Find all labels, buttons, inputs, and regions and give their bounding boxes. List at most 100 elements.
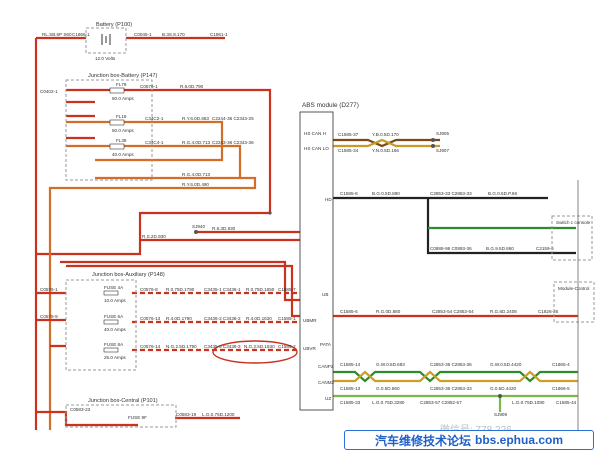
jbb-w2-label: R.Y.6.0D.683 — [182, 116, 209, 121]
wire-hscan-l — [333, 138, 440, 148]
aux-w3-label: N.G.2.5D.1790 — [166, 344, 197, 349]
splice-group — [194, 138, 502, 398]
abs-title: ABS module (D277) — [302, 102, 359, 109]
fuse-fl18-label: FL18 — [116, 114, 127, 119]
jba-c2-label: C0578-9 — [40, 314, 58, 319]
uz-w2-label: L.G.0.75D.1080 — [512, 400, 545, 405]
jbb-box — [65, 79, 153, 181]
aux-c2b-label: C3436-2 C3438-2 — [204, 316, 241, 321]
fuse-4a-label: FUSE 4A — [104, 285, 124, 290]
aux-e3-label: C1585-2 — [278, 344, 296, 349]
splice-dot — [268, 211, 272, 215]
fuse-8a — [103, 347, 119, 353]
pin-canm2: CANM2 — [318, 380, 335, 385]
battery-volts: 12.0 Volts — [95, 56, 116, 61]
pin-pata: PATA — [320, 342, 332, 347]
top-wire-label: B.3S.8.170 — [162, 32, 185, 37]
wire-canp2 — [333, 370, 578, 383]
top-conn-label: RL.SB.6P S60 — [42, 32, 72, 37]
jbc-c1-label: C0583-23 — [70, 407, 91, 412]
pin-ubmr: UBMR — [303, 318, 317, 323]
uz-w1-label: L.G.0.75D.3280 — [372, 400, 405, 405]
wire-rs930-label: R.S.2D.930 — [142, 234, 166, 239]
pin-ub: UB — [322, 292, 328, 297]
aux-c1b-label: C3435-1 C3436-1 — [204, 287, 241, 292]
canm2-c2-label: C2853-36 C2853-33 — [430, 386, 472, 391]
wire-b-red-out — [66, 100, 95, 140]
aux-w3b-label: N.G.2.5D.1630 — [244, 344, 275, 349]
fuse-fl38-label: FL38 — [116, 138, 127, 143]
abs-box — [299, 111, 334, 411]
battery-symbol-icon — [101, 34, 111, 45]
junction-box-auxiliary: Junction box-Auxiliary (P148) C0576-1 C0… — [40, 272, 165, 371]
wire-b-row2 — [66, 120, 224, 162]
hs-c1-label: C1585-37 — [338, 132, 359, 137]
aux-w1b-label: R.0.75D.1650 — [246, 287, 275, 292]
jbb-title: Junction box-Battery (P147) — [88, 73, 157, 79]
canp2-c2-label: C2853-35 C2853-36 — [430, 362, 472, 367]
uz-c1-label: C1585-33 — [340, 400, 361, 405]
hd-w2-label: B.G.0.5D.P.66 — [488, 191, 517, 196]
canm2-w1-label: G.0.5D.860 — [376, 386, 400, 391]
jbb-c3-label: C2243-36 C2343-36 — [212, 140, 254, 145]
junction-box-central: Junction box-Central (P101) C0583-23 FUS… — [65, 398, 235, 428]
jbc-w1-label: L.G.0.75D.1200 — [202, 412, 235, 417]
wire-b-row3 — [66, 144, 242, 180]
fuse-fl38 — [109, 143, 125, 150]
pin-hs-can-l: HS CAN LO — [304, 146, 329, 151]
abs-module: ABS module (D277) HS CAN H HS CAN LO HD … — [299, 102, 359, 411]
fuse-4a-amps: 10.0 Amps — [104, 298, 126, 303]
g-c1-label: C0888-98 C0893-36 — [430, 246, 472, 251]
canp2-w1-label: G.W.0.5D.683 — [376, 362, 405, 367]
pin-uz: UZ — [325, 396, 331, 401]
jbb-c2-label: C2244-36 C2343-25 — [212, 116, 254, 121]
aux-w2-label: R.4.0D.1790 — [166, 316, 192, 321]
jba-box — [65, 279, 137, 371]
pata-w-label: R.G.0D.880 — [376, 309, 401, 314]
junction-box-battery: Junction box-Battery (P147) C0402-1 C057… — [40, 73, 254, 181]
fuse-fl78-label: FL78 — [116, 82, 127, 87]
watermark-cn: 汽车维修技术论坛 — [374, 433, 471, 448]
fuse-8a-label: FUSE 8A — [104, 342, 124, 347]
pata-c2-label: C2853-54 C2853-54 — [432, 309, 474, 314]
splice-dot — [194, 230, 198, 234]
pata-c3-label: C1826-26 — [538, 309, 559, 314]
g-c2-label: C2159-6 — [536, 246, 554, 251]
wire-group — [34, 36, 578, 430]
fuse-9f-label: FUSE 9F — [128, 415, 147, 420]
splice-dot — [431, 144, 435, 148]
aux-r2-label: C0576-13 — [140, 316, 161, 321]
pata-c-label: C1585-6 — [340, 309, 358, 314]
uz-c3-label: C1585-44 — [556, 400, 577, 405]
wire-aux-in — [36, 291, 66, 348]
fuse-6a-amps: 40.0 Amps — [104, 327, 126, 332]
wire-b-row1 — [36, 88, 272, 256]
jbc-box — [65, 404, 177, 428]
aux-w1-label: R.0.75D.1790 — [166, 287, 195, 292]
hd-c-label: C1585-8 — [340, 191, 358, 196]
wire-ry490-label: R.Y.6.0D.490 — [182, 182, 209, 187]
switch-box — [551, 215, 593, 261]
pin-hs-can-h: HS CAN H — [304, 131, 326, 136]
splice-dot — [431, 138, 435, 142]
fuse-fl78 — [109, 87, 125, 94]
wire-r930-label: R.6.3D.930 — [212, 226, 236, 231]
module-box — [553, 281, 595, 323]
jbc-r1-label: C0583-19 — [176, 412, 197, 417]
canp2-c3-label: C1865-4 — [552, 362, 570, 367]
fuse-6a — [103, 319, 119, 325]
aux-e2-label: C1585-1 — [278, 316, 296, 321]
jbb-r1-label: C0576-1 — [140, 84, 158, 89]
fuse-fl18 — [109, 119, 125, 126]
sj905-label: SJ905 — [436, 131, 449, 136]
canm2-c1-label: C1585-13 — [340, 386, 361, 391]
aux-e1-label: C1585-7 — [278, 287, 296, 292]
sj907-label: SJ907 — [436, 148, 449, 153]
wire-canm2 — [333, 370, 578, 383]
g-w1-label: B.G.9.5D.860 — [486, 246, 514, 251]
highlight-ellipse — [212, 340, 298, 364]
top-c3-label: C1861-1 — [210, 32, 228, 37]
jbb-w1-label: R.6.0D.790 — [180, 84, 204, 89]
pata-w2-label: R.G.6D.2408 — [490, 309, 517, 314]
